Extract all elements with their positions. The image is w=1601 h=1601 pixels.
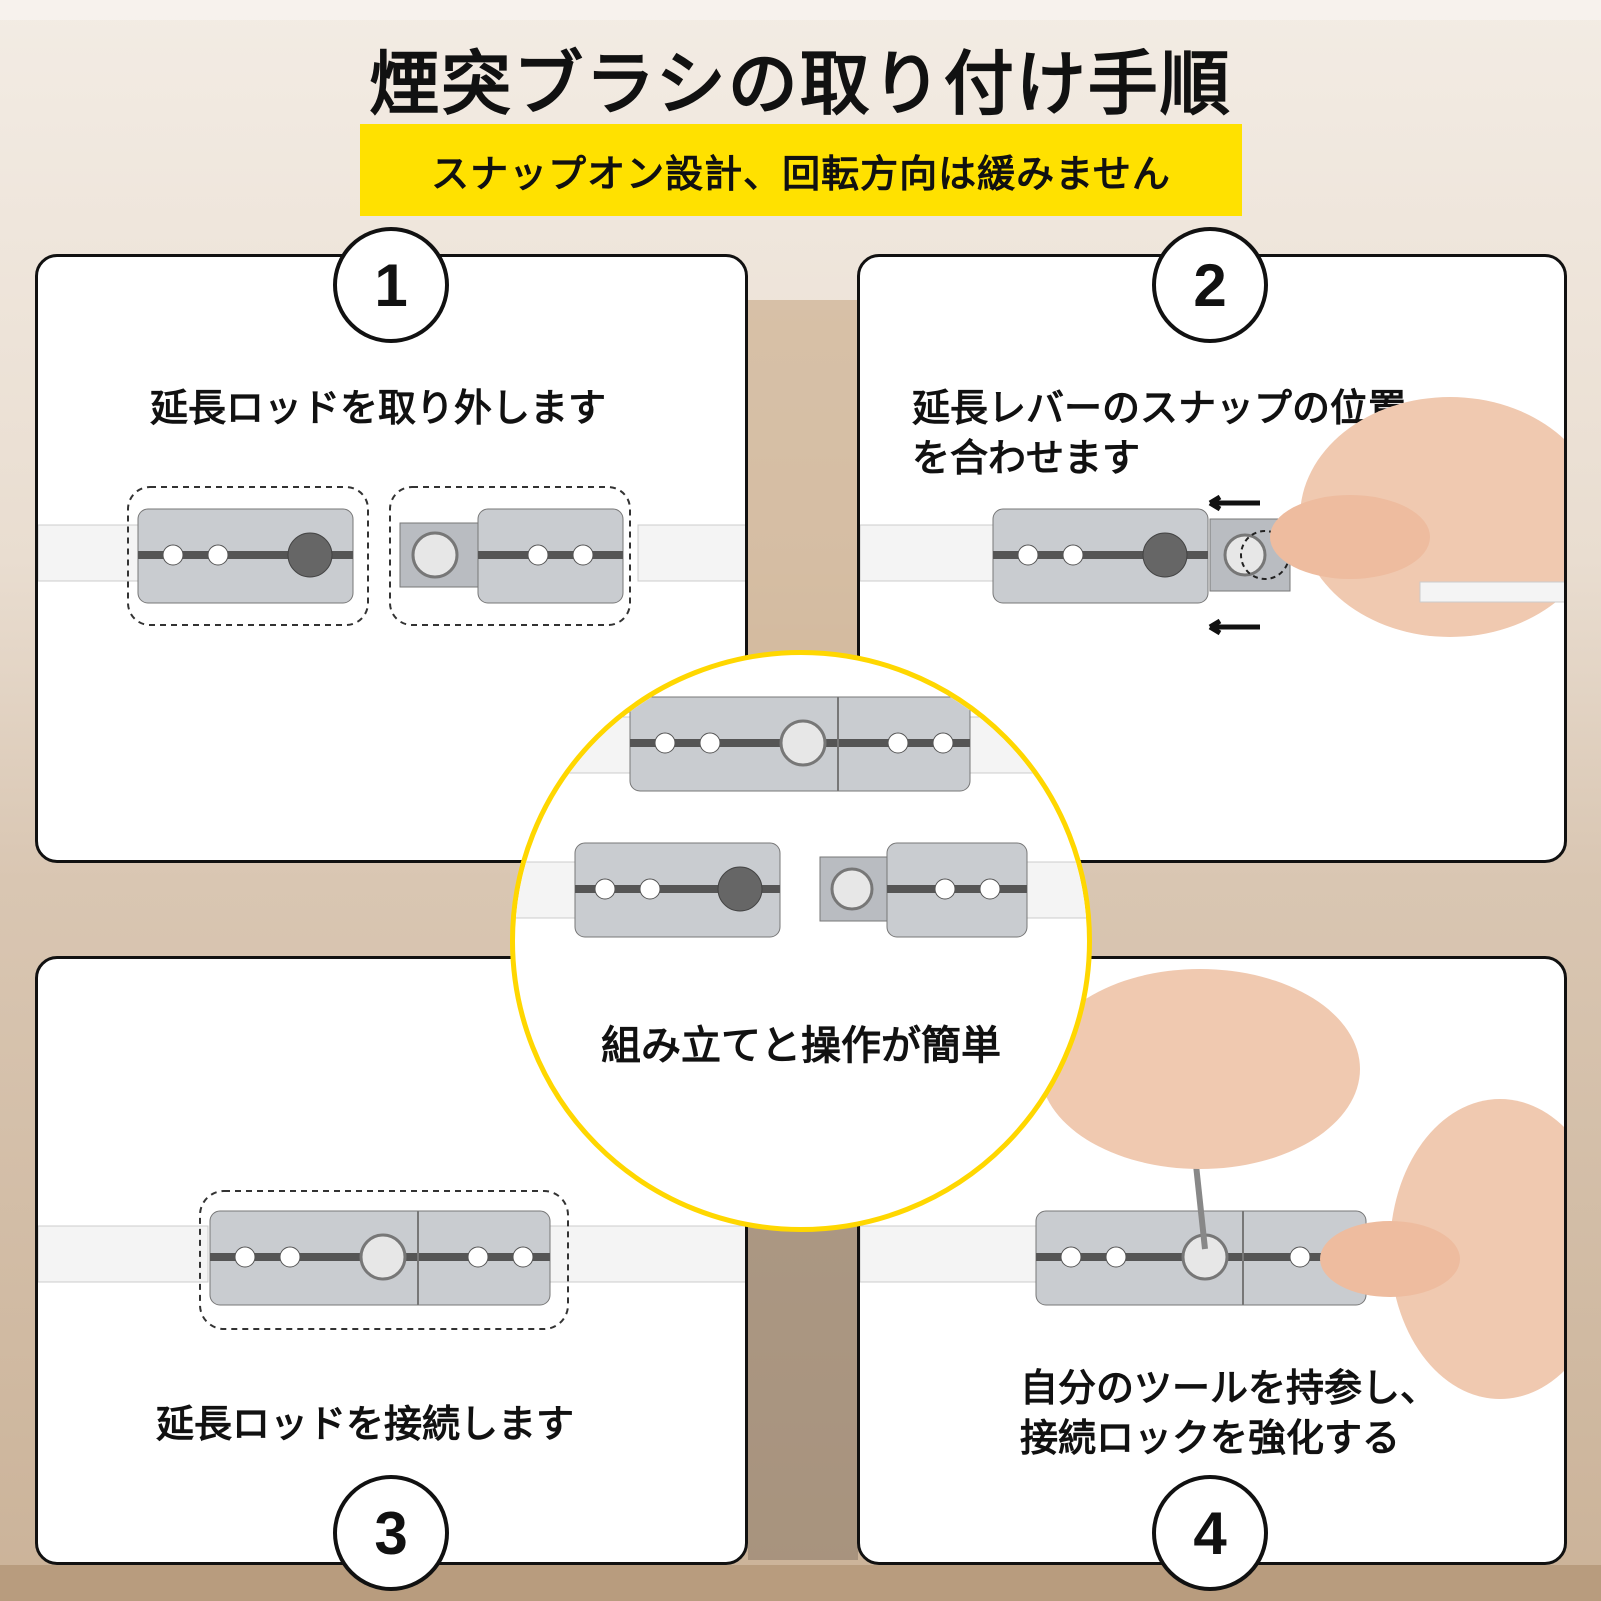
dashed-box-left (127, 486, 369, 626)
rod-right (547, 1225, 745, 1283)
hole (594, 878, 616, 900)
latch-button (1223, 533, 1267, 577)
rod-left (38, 1225, 209, 1283)
hole (699, 732, 721, 754)
center-connector-illustration (515, 696, 1087, 938)
hole (512, 1246, 534, 1268)
rod-top-right (964, 716, 1087, 774)
step-4-text-line2: 接続ロックを強化する (1020, 1416, 1401, 1460)
button-knurled (717, 866, 763, 912)
hole (1105, 1246, 1127, 1268)
hole (1289, 1246, 1311, 1268)
hole (979, 878, 1001, 900)
hole (932, 732, 954, 754)
finger-illustration (1320, 1221, 1460, 1297)
hole (234, 1246, 256, 1268)
subtitle-banner: スナップオン設計、回転方向は緩みません (360, 124, 1242, 216)
step-2-panel: 延長レバーのスナップの位置 を合わせます (857, 254, 1567, 863)
step-1-connector-illustration (38, 486, 745, 626)
hole (572, 544, 594, 566)
step-4-text-line1: 自分のツールを持参し、 (1020, 1366, 1439, 1410)
hole (887, 732, 909, 754)
step-4-connector-illustration (860, 969, 1564, 1399)
finger-illustration (1270, 495, 1430, 579)
hole (934, 878, 956, 900)
background-floor (0, 1565, 1601, 1601)
rod-left (860, 1225, 1046, 1283)
hole (1017, 544, 1039, 566)
dashed-box-right (389, 486, 631, 626)
hole (639, 878, 661, 900)
button-knurled (287, 532, 333, 578)
step-2-text-line1: 延長レバーのスナップの位置 (912, 386, 1407, 430)
step-3-number: 3 (333, 1475, 449, 1591)
rod-right (1419, 581, 1564, 603)
step-1-number: 1 (333, 227, 449, 343)
latch-button (830, 867, 874, 911)
step-4-number: 4 (1152, 1475, 1268, 1591)
center-caption: 組み立てと操作が簡単 (601, 1023, 1001, 1069)
rod-right (637, 524, 745, 582)
step-2-connector-illustration (860, 397, 1564, 637)
step-3-connector-illustration (38, 1190, 745, 1330)
step-2-number: 2 (1152, 227, 1268, 343)
hole (279, 1246, 301, 1268)
hole (1062, 544, 1084, 566)
hole (207, 544, 229, 566)
rod-mid-right (1019, 861, 1087, 919)
step-3-text: 延長ロッドを接続します (156, 1402, 575, 1446)
center-overview-circle: 組み立てと操作が簡単 (510, 650, 1092, 1232)
rod-mid-left (515, 861, 586, 919)
button-knurled (1142, 532, 1188, 578)
step-1-text: 延長ロッドを取り外します (150, 386, 607, 430)
arrow-icon (1208, 618, 1260, 636)
hole (654, 732, 676, 754)
rod-left (860, 524, 1001, 582)
latch-button (411, 531, 459, 579)
hand-illustration (1390, 1099, 1564, 1399)
latch-button (779, 719, 827, 767)
rod-top-left (515, 716, 636, 774)
background-beam (0, 0, 1601, 20)
hole (527, 544, 549, 566)
step-2-text-line2: を合わせます (912, 436, 1141, 480)
rod-left (38, 524, 149, 582)
dashed-box (199, 1190, 569, 1330)
arrow-icon (1208, 494, 1260, 512)
latch-button (359, 1233, 407, 1281)
hole (162, 544, 184, 566)
hole (1060, 1246, 1082, 1268)
hole (467, 1246, 489, 1268)
background-wall (748, 1180, 858, 1560)
hand-illustration (1040, 969, 1360, 1169)
